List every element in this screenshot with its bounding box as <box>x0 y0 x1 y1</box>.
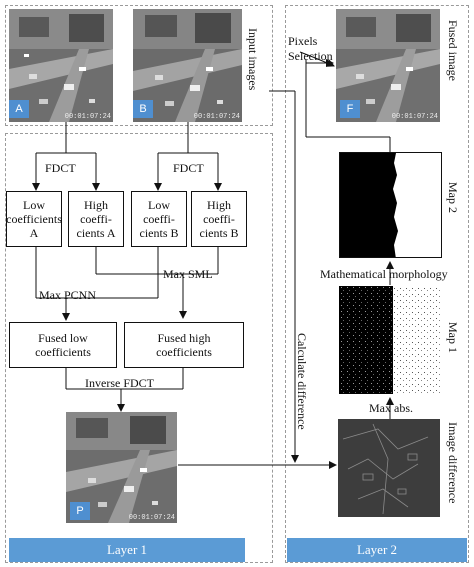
high-coefficients-b-text: High coeffi- cients B <box>199 198 239 240</box>
image-f-badge: F <box>340 100 360 118</box>
low-coefficients-b-box: Low coeffi- cients B <box>131 191 187 247</box>
layer1-bar: Layer 1 <box>9 538 245 562</box>
output-image-p: P 00:01:07:24 <box>66 412 177 523</box>
fused-high-text: Fused high coefficients <box>156 331 212 359</box>
layer1-group <box>5 133 273 563</box>
fdct-right-label: FDCT <box>173 161 204 175</box>
math-morph-label: Mathematical morphology <box>320 267 448 281</box>
fdct-left-label: FDCT <box>45 161 76 175</box>
map2-label: Map 2 <box>446 182 460 213</box>
image-a-badge: A <box>9 100 29 118</box>
map1-image <box>339 286 441 394</box>
max-pcnn-label: Max PCNN <box>39 288 97 302</box>
map2-image <box>339 152 442 258</box>
timestamp-b: 00:01:07:24 <box>193 113 240 121</box>
max-sml-label: Max SML <box>163 267 213 281</box>
high-coefficients-a-text: High coeffi- cients A <box>76 198 116 240</box>
calculate-difference-label: Calculate difference <box>295 333 309 430</box>
input-images-label: Input images <box>246 28 260 91</box>
timestamp-p: 00:01:07:24 <box>128 514 175 522</box>
layer2-bar: Layer 2 <box>287 538 467 562</box>
input-images-group <box>5 5 273 126</box>
fused-low-text: Fused low coefficients <box>35 331 91 359</box>
high-coefficients-b-box: High coeffi- cients B <box>191 191 247 247</box>
fused-low-box: Fused low coefficients <box>9 322 117 368</box>
image-difference-label: Image difference <box>446 422 460 504</box>
high-coefficients-a-box: High coeffi- cients A <box>68 191 124 247</box>
fused-image-f: F 00:01:07:24 <box>336 9 440 122</box>
fused-image-label: Fused image <box>446 20 460 81</box>
input-image-a: A 00:01:07:24 <box>9 9 113 122</box>
image-b-badge: B <box>133 100 153 118</box>
input-image-b: B 00:01:07:24 <box>133 9 242 122</box>
timestamp-f: 00:01:07:24 <box>391 113 438 121</box>
low-coefficients-a-box: Low coefficients A <box>6 191 62 247</box>
timestamp-a: 00:01:07:24 <box>64 113 111 121</box>
difference-edges <box>338 419 440 517</box>
max-abs-label: Max abs. <box>369 401 413 415</box>
fused-high-box: Fused high coefficients <box>124 322 244 368</box>
map1-noisy <box>339 286 441 394</box>
low-coefficients-b-text: Low coeffi- cients B <box>139 198 179 240</box>
image-difference-image <box>338 419 440 517</box>
layer2-group <box>285 5 469 563</box>
image-p-badge: P <box>70 502 90 520</box>
pixels-selection-label: Pixels Selection <box>288 34 333 63</box>
map1-label: Map 1 <box>446 322 460 353</box>
map2-binary <box>340 153 441 257</box>
low-coefficients-a-text: Low coefficients A <box>6 198 62 240</box>
inverse-fdct-label: Inverse FDCT <box>85 376 154 390</box>
